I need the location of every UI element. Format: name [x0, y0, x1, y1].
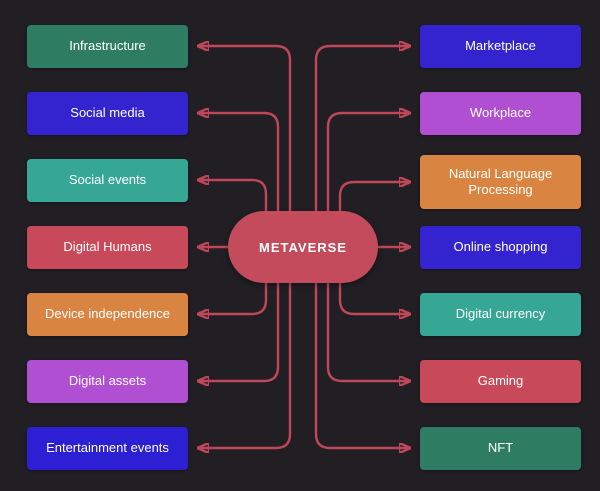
node-social-events: Social events — [27, 159, 188, 202]
node-social-media: Social media — [27, 92, 188, 135]
node-workplace: Workplace — [420, 92, 581, 135]
connector-left-digital-assets — [198, 281, 280, 381]
center-node-metaverse: METAVERSE — [228, 211, 378, 283]
node-natural-language-processing: Natural Language Processing — [420, 155, 581, 209]
node-infrastructure: Infrastructure — [27, 25, 188, 68]
connector-right-workplace — [326, 113, 410, 213]
connector-right-gaming — [326, 281, 410, 381]
connector-left-social-media — [198, 113, 280, 213]
node-entertainment-events: Entertainment events — [27, 427, 188, 470]
node-marketplace: Marketplace — [420, 25, 581, 68]
connector-right-nft — [314, 281, 410, 448]
node-device-independence: Device independence — [27, 293, 188, 336]
connector-right-marketplace — [314, 46, 410, 213]
node-digital-currency: Digital currency — [420, 293, 581, 336]
node-digital-assets: Digital assets — [27, 360, 188, 403]
node-online-shopping: Online shopping — [420, 226, 581, 269]
connector-right-nlp — [338, 182, 410, 213]
connector-right-digital-currency — [338, 281, 410, 314]
connector-left-device-independence — [198, 281, 268, 314]
node-gaming: Gaming — [420, 360, 581, 403]
connector-left-social-events — [198, 180, 268, 213]
node-nft: NFT — [420, 427, 581, 470]
connector-left-entertainment-events — [198, 281, 292, 448]
node-digital-humans: Digital Humans — [27, 226, 188, 269]
connector-left-infrastructure — [198, 46, 292, 213]
